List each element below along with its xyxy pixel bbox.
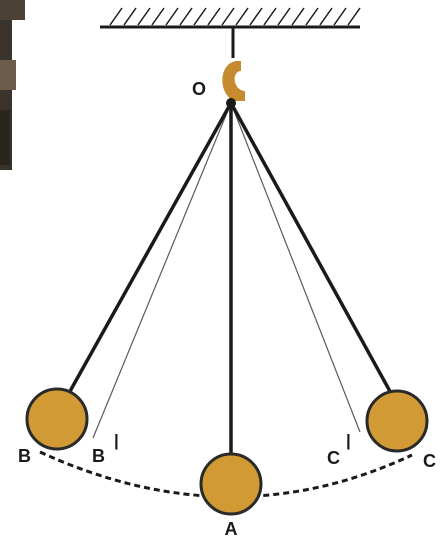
ceiling-hatch <box>235 7 249 26</box>
ceiling-hatch <box>221 7 235 26</box>
point-labels: O A B B | C | C <box>18 79 436 539</box>
label-b-prime: B <box>92 446 105 466</box>
pendulum-bobs <box>25 387 429 516</box>
ceiling-hatch <box>193 7 207 26</box>
ceiling-hatch <box>305 7 319 26</box>
pivot-point <box>226 98 236 108</box>
ceiling-hatch <box>263 7 277 26</box>
bob-b <box>25 387 89 451</box>
ceiling-hatch <box>347 7 361 26</box>
hook-icon <box>222 60 245 101</box>
ceiling-hatch <box>137 7 151 26</box>
ceiling-hatch <box>249 7 263 26</box>
ceiling-hatch <box>179 7 193 26</box>
ceiling-hatch <box>333 7 347 26</box>
ceiling-hatch <box>151 7 165 26</box>
pendulum-strings <box>62 102 394 458</box>
string-to-c <box>229 102 394 396</box>
ceiling-hatch <box>207 7 221 26</box>
label-b: B <box>18 446 31 466</box>
ceiling-hatch <box>123 7 137 26</box>
hook-assembly <box>222 27 245 101</box>
ceiling-hatch <box>165 7 179 26</box>
photo-fragment <box>0 0 25 170</box>
label-c: C <box>423 451 436 471</box>
ceiling-support <box>100 7 361 29</box>
label-a: A <box>225 519 238 539</box>
bob-a <box>199 452 263 516</box>
label-c-prime-mark: | <box>346 431 351 450</box>
label-b-prime-mark: | <box>114 431 119 450</box>
ceiling-hatch <box>291 7 305 26</box>
inner-amplitude-strings <box>92 102 361 439</box>
bob-c <box>365 389 429 453</box>
ceiling-hatch <box>319 7 333 26</box>
label-c-prime: C <box>327 448 340 468</box>
label-o: O <box>192 79 206 99</box>
ceiling-hatch <box>277 7 291 26</box>
ceiling-hatch <box>109 7 123 26</box>
string-to-b <box>62 102 233 403</box>
